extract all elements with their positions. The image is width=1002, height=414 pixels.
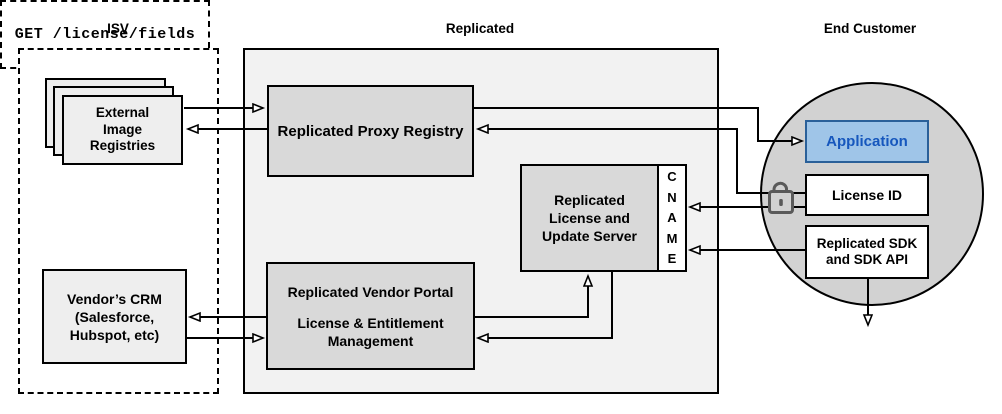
- vendor-portal-node: Replicated Vendor Portal License & Entit…: [266, 262, 475, 370]
- license-update-server-node: Replicated License and Update Server: [520, 164, 659, 272]
- replicated-sdk-node: Replicated SDK and SDK API: [805, 225, 929, 279]
- section-title-isv: ISV: [107, 21, 129, 36]
- section-title-replicated: Replicated: [445, 21, 515, 36]
- get-endpoint-label: GET /license/fields: [14, 26, 196, 43]
- external-image-registries-label: External Image Registries: [89, 105, 156, 154]
- vendor-portal-title: Replicated Vendor Portal: [287, 283, 454, 300]
- external-image-registries-node: External Image Registries: [62, 95, 183, 165]
- license-id-label: License ID: [831, 187, 903, 203]
- license-id-node: License ID: [805, 174, 929, 216]
- vendors-crm-label: Vendor’s CRM (Salesforce, Hubspot, etc): [67, 290, 162, 343]
- replicated-sdk-label: Replicated SDK and SDK API: [816, 235, 918, 268]
- unlock-icon: [768, 181, 794, 214]
- proxy-registry-label: Replicated Proxy Registry: [277, 122, 464, 140]
- proxy-registry-node: Replicated Proxy Registry: [267, 85, 474, 177]
- application-label: Application: [826, 133, 908, 150]
- application-node: Application: [805, 120, 929, 163]
- license-update-server-label: Replicated License and Update Server: [542, 192, 637, 244]
- section-title-end-customer: End Customer: [823, 21, 917, 36]
- vendor-portal-subtitle: License & Entitlement Management: [297, 314, 444, 349]
- vendors-crm-node: Vendor’s CRM (Salesforce, Hubspot, etc): [42, 269, 187, 364]
- cname-strip: C N A M E: [657, 164, 687, 272]
- cname-label: C N A M E: [666, 169, 678, 267]
